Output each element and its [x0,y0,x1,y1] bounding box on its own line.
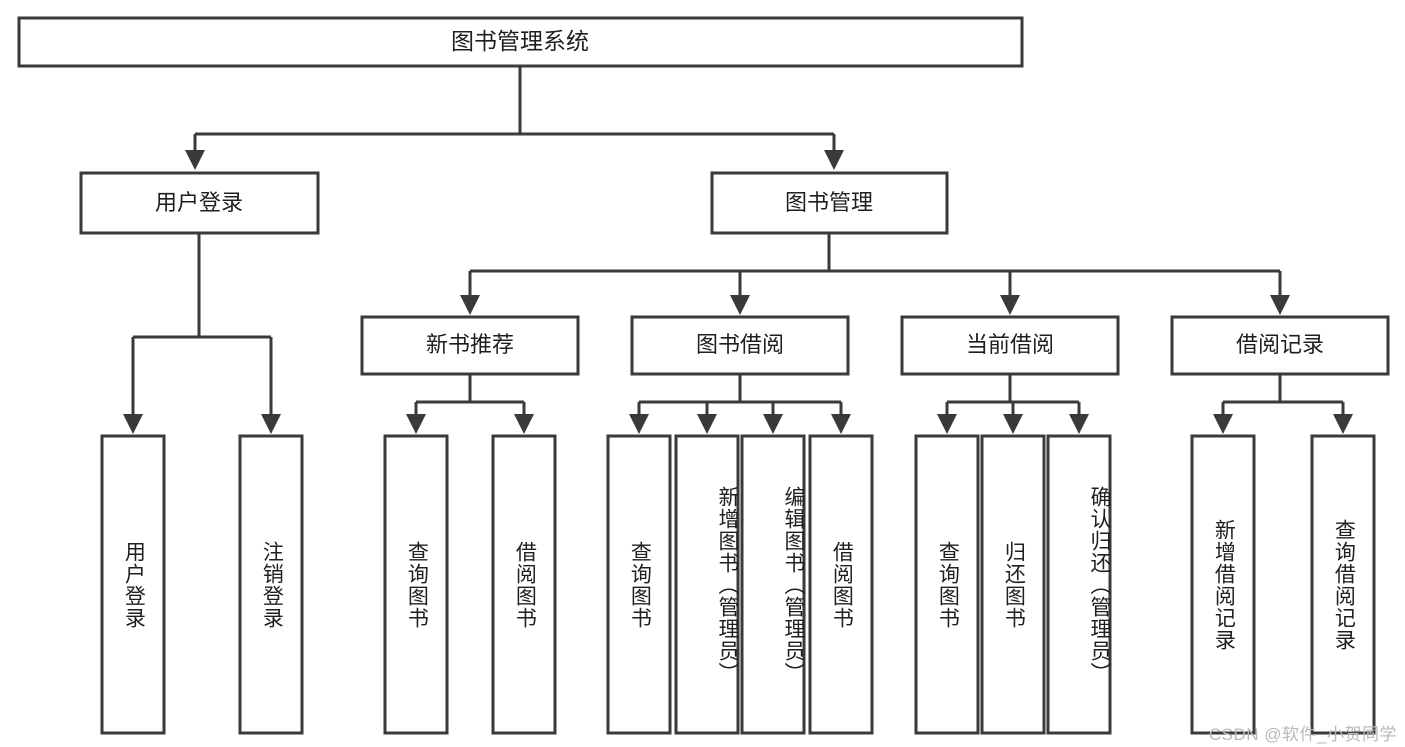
leaf-label-nbr-borrow-book: 借阅图书 [513,540,537,629]
connector-bookmgmt-to-level3 [460,233,1290,315]
node-book-borrow-box[interactable] [630,315,850,376]
leaf-box-bb-add-book[interactable] [674,434,740,735]
leaf-label-user-logout: 注销登录 [260,540,284,629]
node-book-management-box[interactable] [710,171,949,235]
node-user-login-label: 用户登录 [155,190,243,215]
node-new-book-recommend-label: 新书推荐 [426,332,514,357]
connector-root-to-level2 [185,66,844,170]
leaf-box-bb-edit-book[interactable] [740,434,806,735]
node-new-book-recommend-box[interactable] [360,315,580,376]
leaf-label-br-add-record: 新增借阅记录 [1212,518,1236,651]
node-borrow-record-label: 借阅记录 [1236,332,1324,357]
connector-newbook-to-leaves [406,374,534,434]
node-book-borrow-label: 图书借阅 [696,332,784,357]
leaf-box-bb-query-book[interactable] [606,434,672,735]
connector-bookborrow-to-leaves [629,374,851,434]
node-borrow-record-box[interactable] [1170,315,1390,376]
leaf-label-cb-query-book: 查询图书 [936,540,960,629]
leaf-box-br-add-record[interactable] [1190,434,1256,735]
leaf-label-bb-borrow-book: 借阅图书 [830,540,854,629]
leaf-box-nbr-query-book[interactable] [383,434,449,735]
leaf-label-nbr-query-book: 查询图书 [405,540,429,629]
leaf-label-cb-confirm-return: 确认归还（管理员） [1088,485,1111,684]
leaf-box-cb-confirm-return[interactable] [1046,434,1112,735]
leaf-box-bb-borrow-book[interactable] [808,434,874,735]
leaf-label-br-query-record: 查询借阅记录 [1332,518,1356,651]
node-current-borrow-box[interactable] [900,315,1120,376]
node-user-login-box[interactable] [79,171,320,235]
node-root-label: 图书管理系统 [451,28,589,54]
connector-userlogin-to-leaves [123,233,281,434]
node-current-borrow-label: 当前借阅 [966,332,1054,357]
leaf-box-cb-query-book[interactable] [914,434,980,735]
leaf-box-br-query-record[interactable] [1310,434,1376,735]
connector-borrowrecord-to-leaves [1213,374,1353,434]
leaf-box-user-logout[interactable] [238,434,304,735]
leaf-box-user-login[interactable] [100,434,166,735]
node-book-management-label: 图书管理 [785,190,873,215]
leaf-box-nbr-borrow-book[interactable] [491,434,557,735]
connector-currentborrow-to-leaves [937,374,1089,434]
leaf-label-user-login: 用户登录 [122,540,146,629]
leaf-label-bb-add-book: 新增图书（管理员） [716,485,739,684]
node-root-box[interactable] [17,16,1024,68]
leaf-label-bb-edit-book: 编辑图书（管理员） [782,485,805,684]
leaf-label-cb-return-book: 归还图书 [1002,540,1026,629]
leaf-box-cb-return-book[interactable] [980,434,1046,735]
leaf-label-bb-query-book: 查询图书 [628,540,652,629]
